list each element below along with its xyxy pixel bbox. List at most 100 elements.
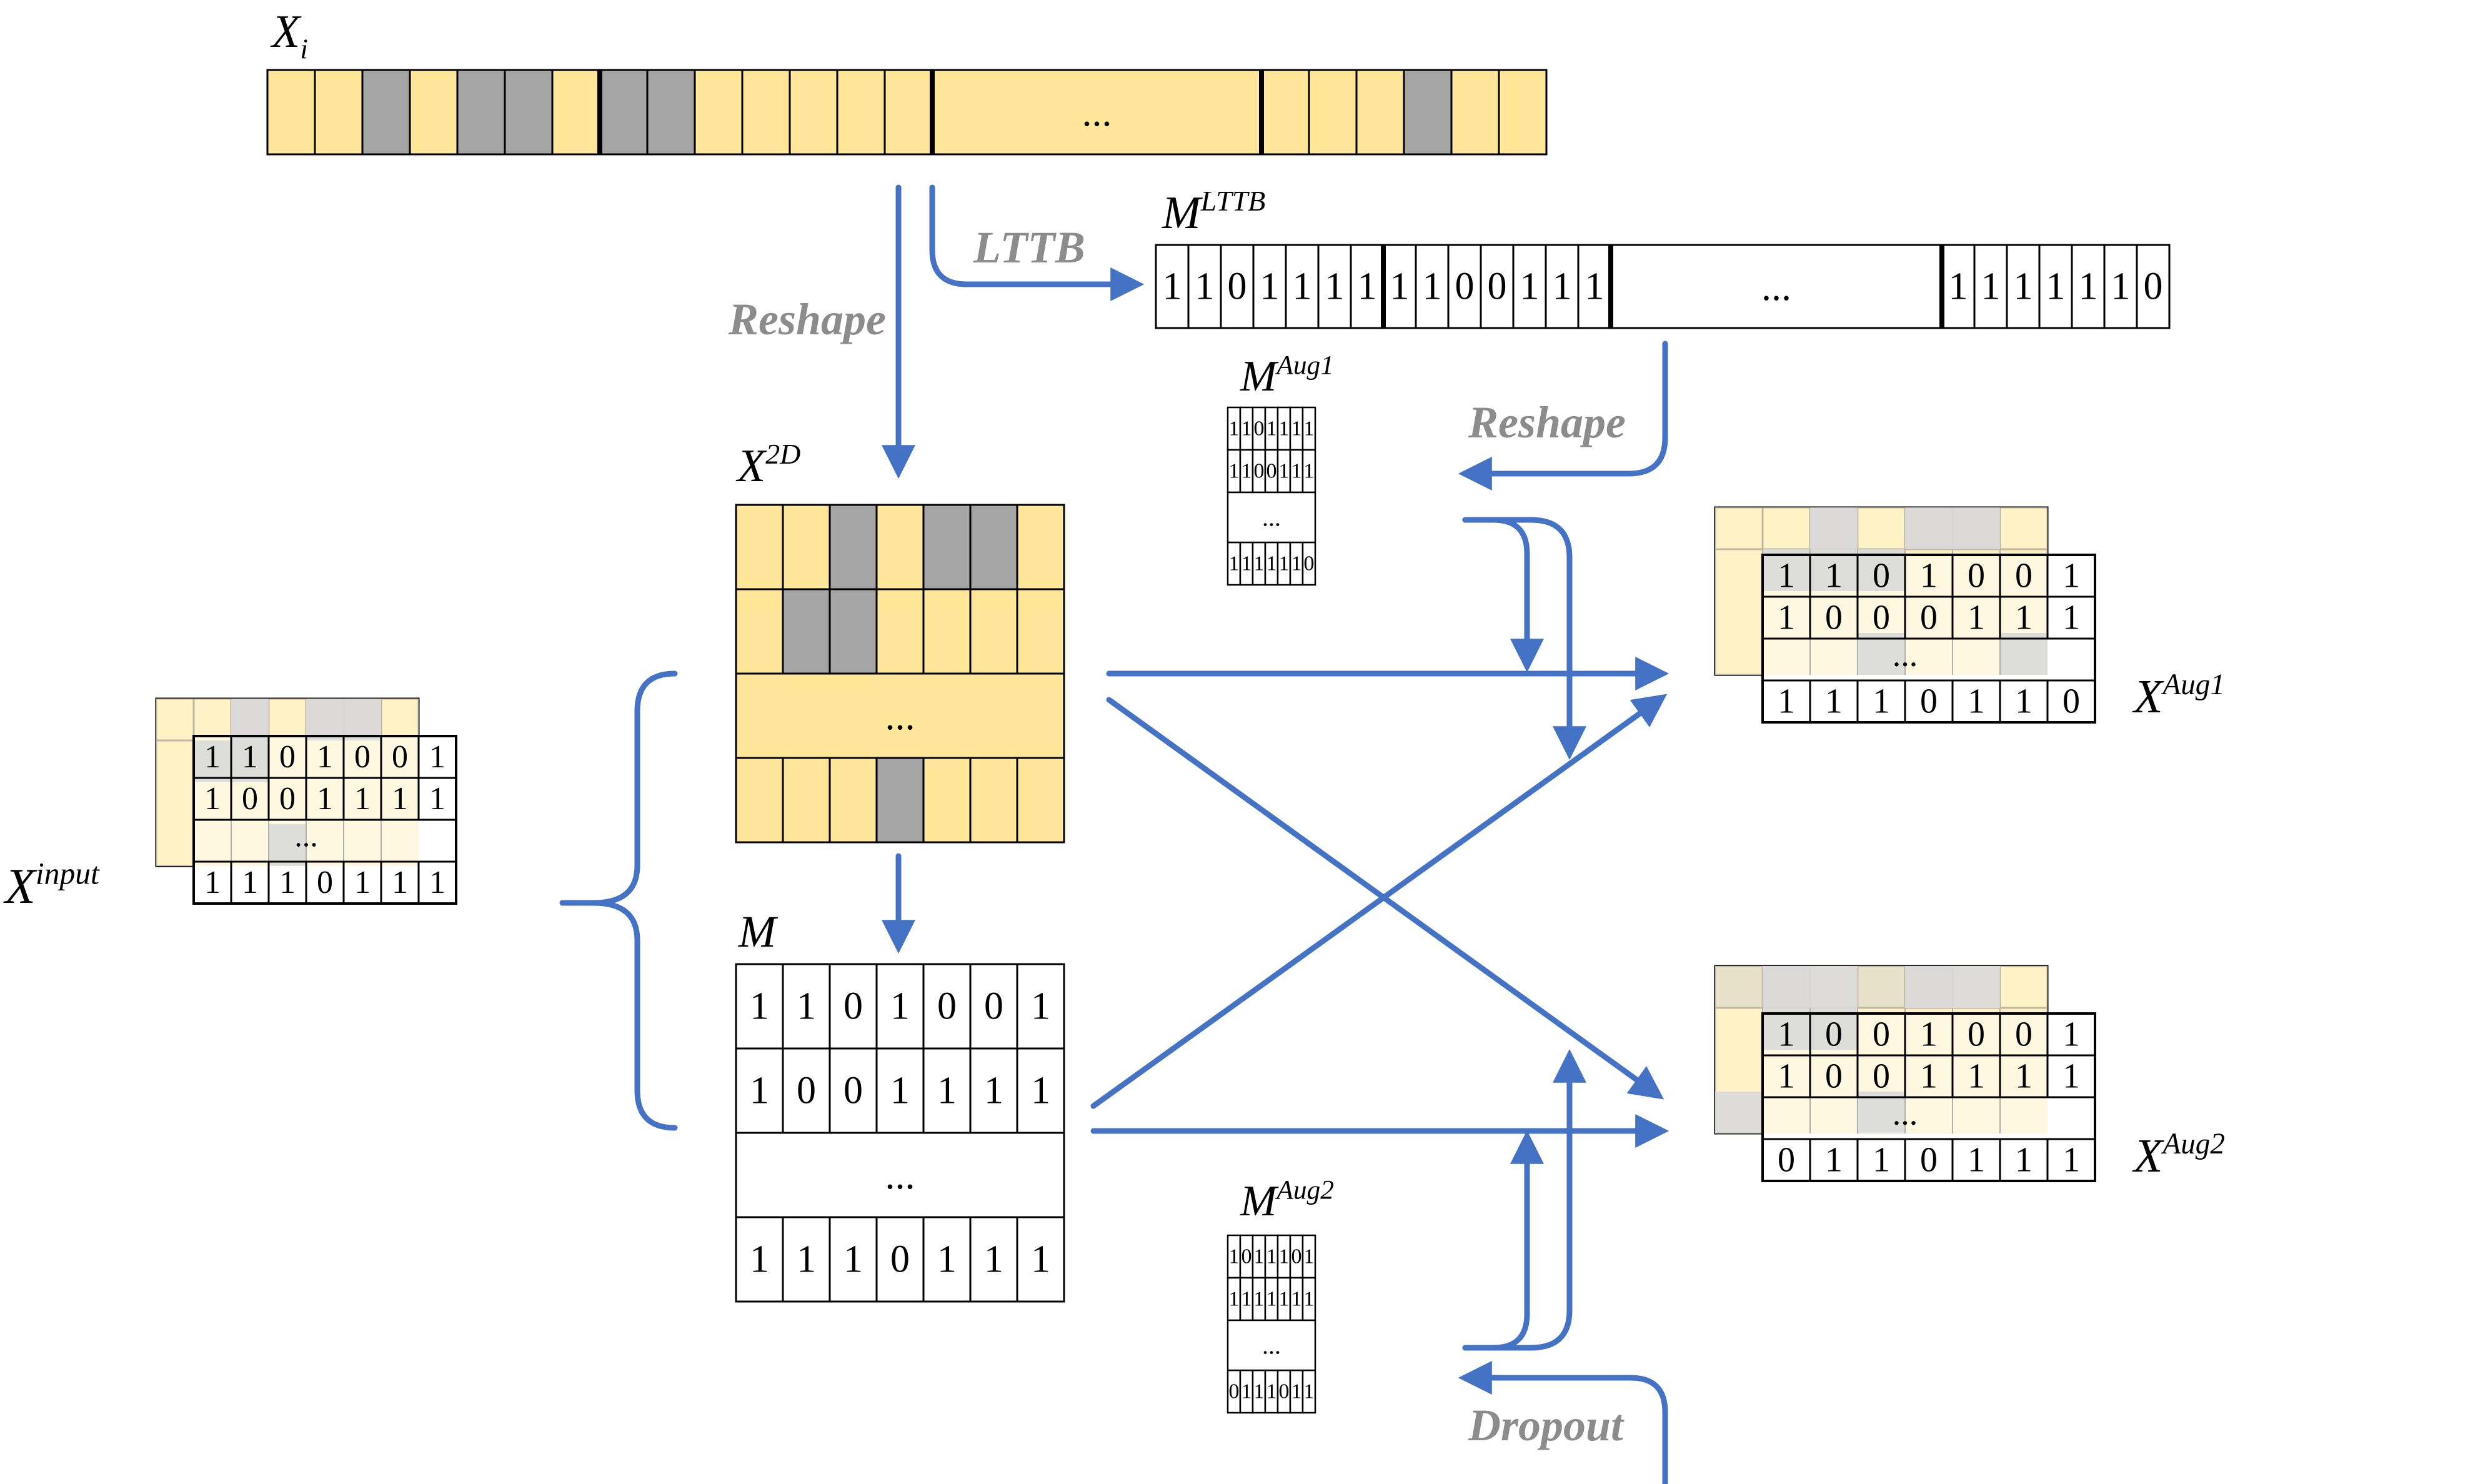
mask-value: 1	[429, 739, 445, 775]
matrix-value: 1	[1291, 1380, 1302, 1403]
matrix-cell	[782, 1047, 831, 1134]
matrix-value: 1	[1279, 552, 1290, 575]
mask-value: 1	[1423, 266, 1442, 308]
mask-value: 1	[1390, 266, 1410, 308]
matrix-cell	[1016, 504, 1065, 590]
matrix-value: 1	[1304, 1380, 1315, 1403]
mask-value: 0	[2015, 557, 2033, 595]
label-x-aug2: XAug2	[2132, 1128, 2225, 1182]
sequence-cell	[883, 69, 933, 156]
label-base: M	[1240, 352, 1279, 401]
sequence-cell	[646, 69, 696, 156]
mask-value: 1	[2015, 1057, 2033, 1096]
mask-value: 1	[1825, 682, 1843, 721]
label-superscript: input	[36, 857, 100, 891]
matrix-value: 1	[750, 1238, 769, 1281]
label-superscript: Aug1	[2161, 669, 2224, 701]
mask-value: 0	[1228, 266, 1247, 308]
matrix-cell	[875, 1216, 925, 1303]
sequence-cell	[789, 69, 838, 156]
sequence-cell	[694, 69, 744, 156]
matrix-cell	[875, 504, 925, 590]
mask-cell	[1545, 244, 1580, 329]
label-m: M	[738, 907, 779, 957]
masked-ghost	[1858, 1092, 1905, 1133]
front-outline	[1761, 554, 2096, 724]
matrix-value: 1	[1291, 1288, 1302, 1311]
matrix-cell	[735, 588, 784, 675]
mask-value: 1	[1163, 266, 1182, 308]
label-base: X	[2132, 670, 2164, 723]
mask-value: 1	[1825, 557, 1843, 595]
m-aug1-arrow-b	[1462, 517, 1586, 760]
matrix-value: 1	[1031, 985, 1050, 1028]
matrix-value: 1	[1291, 417, 1302, 441]
masked-ghost	[1810, 1008, 1858, 1050]
mask-value: 1	[1553, 266, 1572, 308]
matrix-cell	[782, 757, 831, 844]
ellipsis: ...	[294, 819, 318, 854]
mask-value: 1	[1585, 266, 1605, 308]
mask-value: 0	[1968, 557, 1985, 595]
matrix-value: 1	[750, 985, 769, 1028]
mask-value: 1	[354, 781, 371, 817]
matrix-value: 1	[1291, 460, 1302, 483]
ellipsis-row	[735, 672, 1065, 759]
m-aug2-arrow-b	[1462, 1048, 1586, 1351]
mask-cell	[2038, 244, 2073, 329]
mask-value: 1	[1325, 266, 1345, 308]
matrix-value: 1	[1241, 1288, 1252, 1311]
matrix-value: 0	[1241, 1245, 1252, 1268]
matrix-cell	[828, 588, 878, 675]
mask-cell	[1447, 244, 1482, 329]
label-base: X	[735, 441, 767, 492]
label-subscript: i	[300, 33, 308, 65]
ellipsis: ...	[885, 1153, 915, 1197]
masked-ghost	[231, 699, 269, 740]
mask-value: 0	[2015, 1015, 2033, 1054]
matrix-value: 1	[1229, 1288, 1240, 1311]
m-aug2-arrow-a	[1462, 1130, 1544, 1351]
mask-value: 0	[1920, 599, 1938, 637]
mask-cell	[2006, 244, 2041, 329]
matrix-value: 1	[984, 1070, 1003, 1112]
sequence-ellipsis-cell	[1610, 244, 1943, 329]
mask-value: 1	[1920, 1057, 1938, 1096]
label-x-input: Xinput	[3, 857, 100, 914]
matrix-cell	[969, 757, 1018, 844]
m-aug1-arrow-a	[1462, 517, 1544, 673]
matrix-value: 0	[937, 985, 957, 1028]
op-reshape-mask: Reshape	[1468, 397, 1626, 447]
mask-value: 1	[279, 865, 296, 900]
mask-value: 1	[317, 781, 333, 817]
matrix-cell	[735, 1216, 784, 1303]
mask-value: 1	[242, 739, 258, 775]
mask-value: 0	[279, 781, 296, 817]
matrix-value: 1	[890, 985, 910, 1028]
matrix-value: 1	[1266, 1288, 1277, 1311]
matrix-value: 1	[937, 1238, 957, 1281]
matrix-cell	[969, 963, 1018, 1050]
ellipsis: ...	[1262, 1332, 1281, 1360]
masked-ghost	[2000, 633, 2048, 675]
label-base: X	[3, 859, 37, 914]
mask-value: 1	[1873, 1141, 1890, 1180]
mask-value: 1	[1920, 1015, 1938, 1054]
mask-value: 0	[392, 739, 408, 775]
mask-value: 1	[204, 865, 221, 900]
ellipsis: ...	[1082, 90, 1112, 134]
dropout-arrow	[1458, 1361, 1668, 1484]
label-superscript: Aug2	[1275, 1175, 1334, 1205]
mask-value: 1	[1825, 1141, 1843, 1180]
op-lttb: LTTB	[973, 222, 1085, 272]
matrix-cell	[969, 1047, 1018, 1134]
matrix-value: 1	[1266, 1380, 1277, 1403]
matrix-value: 1	[750, 1070, 769, 1112]
mask-value: 1	[204, 781, 221, 817]
mask-value: 1	[2015, 682, 2033, 721]
sequence-cell	[836, 69, 886, 156]
matrix-value: 1	[1241, 1380, 1252, 1403]
